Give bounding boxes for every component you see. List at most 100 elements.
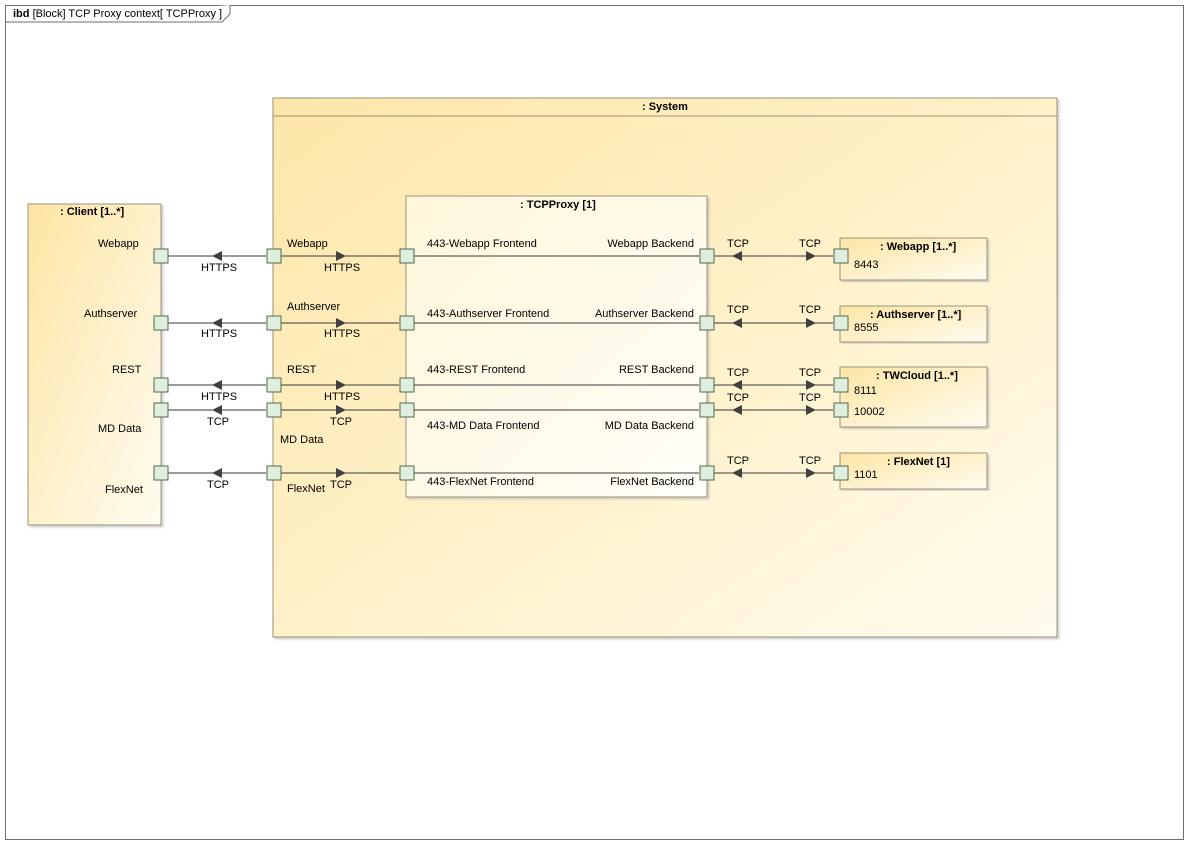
arrow-target-flexnet	[806, 468, 816, 478]
frame-title: ibd [Block] TCP Proxy context[ TCPProxy …	[13, 8, 222, 20]
system-port-label-flexnet: FlexNet	[287, 483, 325, 495]
system-port-flexnet[interactable]	[266, 465, 282, 481]
proxy-frontend-port-flexnet[interactable]	[399, 465, 415, 481]
arrow-target-mddata	[806, 405, 816, 415]
flexnet-title: : FlexNet [1]	[887, 456, 950, 468]
client-port-authserver[interactable]	[153, 315, 169, 331]
arrow-target-webapp	[806, 251, 816, 261]
tcpproxy-block[interactable]	[405, 195, 708, 498]
arrow-client-mddata	[212, 405, 222, 415]
frame-name: [Block] TCP Proxy context[ TCPProxy ]	[32, 8, 223, 20]
client-port-label-authserver: Authserver	[84, 308, 138, 320]
system-port-label-rest: REST	[287, 364, 317, 376]
connectors-layer	[168, 251, 833, 478]
backend-proto-flexnet: TCP	[727, 455, 749, 467]
client-port-label-rest: REST	[112, 364, 142, 376]
backend-proto-authserver: TCP	[727, 304, 749, 316]
system-port-authserver[interactable]	[266, 315, 282, 331]
authserver-target-port[interactable]	[833, 315, 849, 331]
arrow-backend-authserver	[732, 318, 742, 328]
flexnet-block[interactable]	[839, 452, 988, 490]
client-port-mddata[interactable]	[153, 402, 169, 418]
twcloud-title: : TWCloud [1..*]	[876, 370, 958, 382]
arrow-client-authserver	[212, 318, 222, 328]
client-block[interactable]	[27, 203, 162, 526]
left-proto-webapp: HTTPS	[201, 262, 238, 274]
left-proto-rest: HTTPS	[201, 391, 238, 403]
inner-proto-authserver: HTTPS	[324, 328, 361, 340]
backend-proto-webapp: TCP	[727, 238, 749, 250]
client-port-label-mddata: MD Data	[98, 423, 142, 435]
client-port-label-webapp: Webapp	[98, 238, 139, 250]
proxy-backend-port-authserver[interactable]	[699, 315, 715, 331]
left-proto-flexnet: TCP	[207, 479, 229, 491]
client-port-label-flexnet: FlexNet	[105, 484, 143, 496]
target-proto-flexnet: TCP	[799, 455, 821, 467]
frontend-label-authserver: 443-Authserver Frontend	[427, 308, 550, 320]
frame-tab-shape	[5, 5, 231, 23]
left-proto-mddata: TCP	[207, 416, 229, 428]
frontend-label-mddata: 443-MD Data Frontend	[427, 420, 540, 432]
authserver-block[interactable]	[839, 305, 988, 343]
proxy-backend-port-rest[interactable]	[699, 377, 715, 393]
proxy-frontend-port-authserver[interactable]	[399, 315, 415, 331]
arrow-client-flexnet	[212, 468, 222, 478]
client-port-flexnet[interactable]	[153, 465, 169, 481]
target-proto-mddata: TCP	[799, 392, 821, 404]
arrow-system-authserver	[336, 318, 346, 328]
backend-proto-rest: TCP	[727, 367, 749, 379]
frontend-label-rest: 443-REST Frontend	[427, 364, 526, 376]
webapp-target-port[interactable]	[833, 248, 849, 264]
webapp-port-label: 8443	[854, 259, 879, 271]
arrow-backend-flexnet	[732, 468, 742, 478]
client-port-rest[interactable]	[153, 377, 169, 393]
arrow-backend-mddata	[732, 405, 742, 415]
authserver-port-label: 8555	[854, 322, 879, 334]
flexnet-port-label: 1101	[854, 469, 878, 481]
authserver-title: : Authserver [1..*]	[870, 309, 962, 321]
twcloud-port-label-1: 8111	[854, 385, 877, 397]
ports-layer	[153, 248, 849, 481]
target-proto-rest: TCP	[799, 367, 821, 379]
client-port-webapp[interactable]	[153, 248, 169, 264]
tcpproxy-title: : TCPProxy [1]	[520, 199, 596, 211]
system-port-label-mddata: MD Data	[280, 434, 324, 446]
system-port-mddata[interactable]	[266, 402, 282, 418]
arrow-system-mddata	[336, 405, 346, 415]
system-port-rest[interactable]	[266, 377, 282, 393]
proxy-backend-port-webapp[interactable]	[699, 248, 715, 264]
system-port-label-webapp: Webapp	[287, 238, 328, 250]
arrow-system-webapp	[336, 251, 346, 261]
twcloud-block[interactable]	[839, 366, 988, 428]
diagram-frame	[5, 5, 1184, 840]
frame-kind: ibd	[13, 8, 30, 20]
twcloud-target-port-2[interactable]	[833, 402, 849, 418]
twcloud-target-port-1[interactable]	[833, 377, 849, 393]
arrow-target-authserver	[806, 318, 816, 328]
system-title: : System	[642, 101, 688, 113]
backend-proto-mddata: TCP	[727, 392, 749, 404]
arrow-target-rest	[806, 380, 816, 390]
left-proto-authserver: HTTPS	[201, 328, 238, 340]
proxy-frontend-port-webapp[interactable]	[399, 248, 415, 264]
inner-proto-rest: HTTPS	[324, 391, 361, 403]
system-port-webapp[interactable]	[266, 248, 282, 264]
proxy-backend-port-flexnet[interactable]	[699, 465, 715, 481]
target-proto-authserver: TCP	[799, 304, 821, 316]
system-port-label-authserver: Authserver	[287, 301, 341, 313]
backend-label-rest: REST Backend	[618, 364, 694, 376]
proxy-frontend-port-mddata[interactable]	[399, 402, 415, 418]
arrow-system-rest	[336, 380, 346, 390]
webapp-title: : Webapp [1..*]	[880, 241, 957, 253]
flexnet-target-port[interactable]	[833, 465, 849, 481]
webapp-block[interactable]	[839, 237, 988, 281]
proxy-frontend-port-rest[interactable]	[399, 377, 415, 393]
proxy-backend-port-mddata[interactable]	[699, 402, 715, 418]
arrow-client-rest	[212, 380, 222, 390]
frontend-label-webapp: 443-Webapp Frontend	[427, 238, 537, 250]
backend-label-mddata: MD Data Backend	[604, 420, 694, 432]
target-proto-webapp: TCP	[799, 238, 821, 250]
backend-label-authserver: Authserver Backend	[594, 308, 694, 320]
twcloud-port-label-2: 10002	[854, 406, 885, 418]
arrow-backend-rest	[732, 380, 742, 390]
